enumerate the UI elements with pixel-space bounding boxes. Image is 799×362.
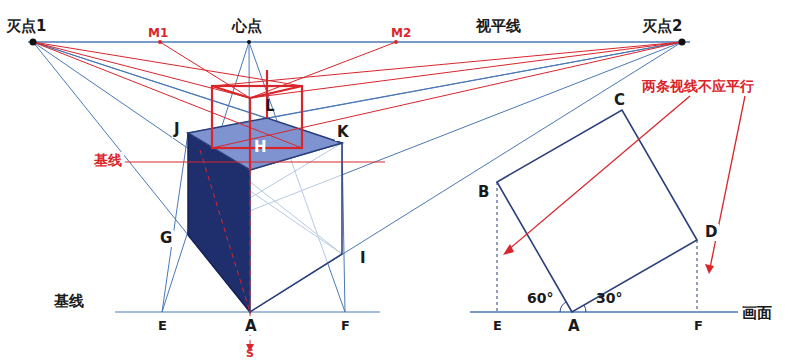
label: G	[158, 230, 174, 247]
label: J	[172, 121, 182, 138]
label: 视平线	[474, 18, 523, 35]
label: K	[335, 124, 351, 141]
label: 画面	[740, 305, 774, 322]
label: B	[476, 184, 491, 201]
label: M1	[146, 26, 170, 40]
label: 灭点2	[640, 18, 684, 35]
label: A	[566, 318, 582, 335]
label: A	[243, 318, 259, 335]
label: H	[252, 139, 269, 156]
label: S	[244, 347, 256, 360]
label: 基线	[52, 293, 86, 310]
label: 基线	[92, 152, 124, 168]
label: C	[612, 92, 627, 109]
label: L	[263, 98, 277, 115]
label: 灭点1	[4, 18, 48, 35]
label: M2	[389, 26, 413, 40]
label: E	[156, 318, 169, 333]
label: 两条视线不应平行	[640, 78, 756, 94]
label: 心点	[230, 18, 264, 35]
label: 60°	[525, 290, 555, 306]
label: F	[692, 318, 705, 333]
label: F	[339, 318, 352, 333]
label: E	[491, 318, 504, 333]
label: I	[358, 250, 368, 267]
label: D	[703, 224, 719, 241]
label: 30°	[594, 290, 624, 306]
